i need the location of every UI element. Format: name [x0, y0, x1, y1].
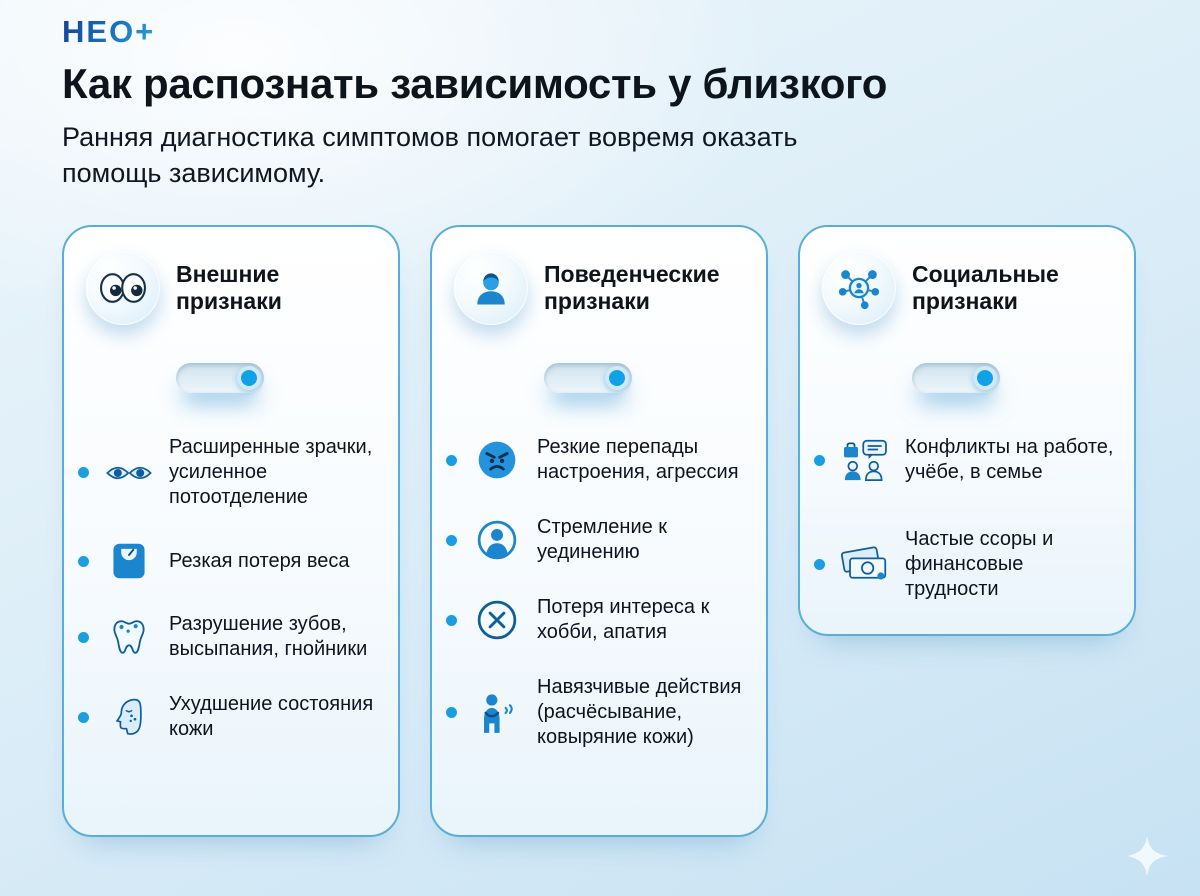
item-text: Расширенные зрачки, усиленное потоотделе…	[169, 436, 373, 509]
item-text: Резкая потеря веса	[169, 549, 350, 572]
item-text: Конфликты на работе, учёбе, в семье	[905, 436, 1114, 484]
toggle-behavioral-signs[interactable]	[544, 363, 632, 394]
signs-list: Конфликты на работе, учёбе, в семье	[814, 435, 1116, 602]
card-title: Социальные признаки	[912, 261, 1059, 315]
item-text: Резкие перепады настроения, агрессия	[537, 436, 739, 484]
work-conflict-icon	[837, 439, 893, 482]
toggle-knob	[973, 366, 997, 391]
card-behavioral-signs: Поведенческие признаки	[430, 225, 768, 838]
toggle-social-signs[interactable]	[912, 363, 1000, 394]
item-text: Навязчивые действия (расчёсывание, ковыр…	[537, 676, 742, 749]
list-item: Резкая потеря веса	[78, 540, 380, 582]
signs-list: Резкие перепады настроения, агрессия Стр…	[446, 435, 748, 750]
card-header: Внешние признаки	[86, 251, 380, 326]
list-item: Ухудшение состояния кожи	[78, 692, 380, 742]
scale-icon	[101, 540, 157, 582]
card-title: Поведенческие признаки	[544, 261, 720, 315]
person-circle-icon	[469, 518, 525, 562]
item-text: Стремление к уединению	[537, 516, 668, 564]
list-item: Разрушение зубов, высыпания, гнойники	[78, 612, 380, 662]
list-item: Частые ссоры и финансовые трудности	[814, 527, 1116, 602]
angry-face-icon	[469, 438, 525, 482]
bullet-dot	[78, 631, 89, 643]
header: НЕО+ Как распознать зависимость у близко…	[0, 0, 1200, 191]
eyes-outline-icon	[101, 461, 157, 485]
bullet-dot	[78, 555, 89, 567]
card-header: Поведенческие признаки	[454, 251, 748, 326]
card-external-signs: Внешние признаки Расширен	[62, 225, 400, 838]
list-item: Конфликты на работе, учёбе, в семье	[814, 435, 1116, 485]
toggle-knob	[605, 366, 629, 391]
money-icon	[837, 546, 893, 583]
signs-list: Расширенные зрачки, усиленное потоотделе…	[78, 435, 380, 742]
card-title: Внешние признаки	[176, 261, 282, 315]
item-text: Ухудшение состояния кожи	[169, 693, 374, 741]
card-header: Социальные признаки	[822, 251, 1116, 326]
page-subtitle: Ранняя диагностика симптомов помогает во…	[62, 122, 798, 188]
item-text: Частые ссоры и финансовые трудности	[905, 528, 1054, 601]
list-item: Потеря интереса к хобби, апатия	[446, 595, 748, 645]
item-text: Потеря интереса к хобби, апатия	[537, 596, 710, 644]
eyes-icon	[86, 251, 160, 326]
tooth-icon	[101, 617, 157, 657]
bullet-dot	[446, 534, 457, 546]
bullet-dot	[78, 711, 89, 723]
network-icon	[822, 251, 896, 326]
list-item: Расширенные зрачки, усиленное потоотделе…	[78, 435, 380, 510]
cards-row: Внешние признаки Расширен	[0, 225, 1200, 838]
list-item: Резкие перепады настроения, агрессия	[446, 435, 748, 485]
bullet-dot	[446, 614, 457, 626]
scratching-person-icon	[469, 692, 525, 734]
bullet-dot	[814, 559, 825, 571]
sparkle-icon	[1124, 833, 1170, 884]
item-text: Разрушение зубов, высыпания, гнойники	[169, 613, 368, 661]
list-item: Навязчивые действия (расчёсывание, ковыр…	[446, 675, 748, 750]
list-item: Стремление к уединению	[446, 515, 748, 565]
bullet-dot	[78, 467, 89, 479]
bullet-dot	[814, 454, 825, 466]
bullet-dot	[446, 707, 457, 719]
toggle-knob	[237, 366, 261, 391]
person-icon	[454, 251, 528, 326]
logo-text: НЕО+	[62, 14, 156, 49]
crossed-circle-icon	[469, 598, 525, 642]
face-profile-icon	[101, 697, 157, 738]
neo-plus-logo: НЕО+	[62, 14, 1138, 50]
card-social-signs: Социальные признаки	[798, 225, 1136, 637]
toggle-external-signs[interactable]	[176, 363, 264, 394]
page-title: Как распознать зависимость у близкого	[62, 60, 888, 107]
bullet-dot	[446, 454, 457, 466]
